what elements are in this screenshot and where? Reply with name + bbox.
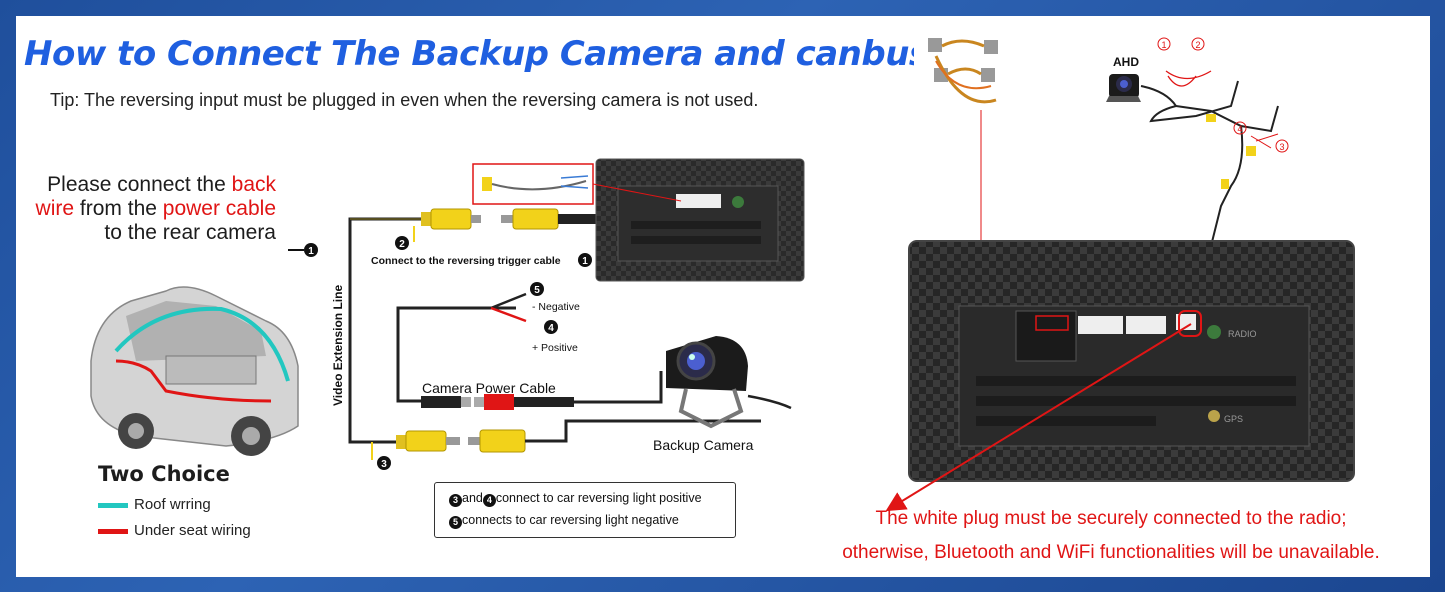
- svg-text:1: 1: [582, 256, 588, 267]
- two-choice-title: Two Choice: [98, 462, 230, 486]
- svg-text:4: 4: [548, 323, 554, 334]
- wiring-diagram: 1: [90, 32, 1355, 512]
- instruction-text: Please connect the back wire from the po…: [35, 173, 276, 244]
- reversing-trigger-label: Connect to the reversing trigger cable: [371, 255, 561, 267]
- radio-port-label: RADIO: [1228, 329, 1257, 339]
- svg-text:4: 4: [1237, 124, 1242, 134]
- trigger-cable-thumbnail: [472, 163, 682, 205]
- marker-3: 3: [377, 456, 391, 470]
- canbus-harness-thumbnail: [914, 32, 1046, 322]
- positive-label: + Positive: [532, 342, 578, 354]
- backup-camera-label: Backup Camera: [653, 437, 754, 453]
- rca-connector-top: [413, 208, 598, 242]
- camera-power-label: Camera Power Cable: [422, 380, 556, 396]
- marker-1-pointer: 1: [288, 243, 318, 257]
- warning-arrow: [885, 323, 1192, 512]
- svg-text:3: 3: [1279, 142, 1284, 152]
- legend-under-seat-wiring: Under seat wiring: [98, 522, 251, 539]
- rca-connector-bottom: [371, 419, 761, 460]
- legend-roof-wiring: Roof wrring: [98, 496, 211, 513]
- marker-1-label: 1: [308, 246, 314, 257]
- backup-camera: [666, 336, 792, 429]
- svg-text:2: 2: [1195, 40, 1200, 50]
- svg-text:3: 3: [381, 459, 387, 470]
- marker-1-trigger: 1: [578, 253, 592, 267]
- car-illustration: [90, 286, 299, 456]
- gps-port-label: GPS: [1224, 414, 1243, 424]
- marker-5: 5: [530, 282, 544, 296]
- svg-text:1: 1: [1161, 40, 1166, 50]
- content-panel: How to Connect The Backup Camera and can…: [16, 16, 1430, 577]
- video-extension-label: Video Extension Line: [331, 285, 345, 406]
- radio-unit-small: [595, 158, 805, 282]
- roof-swatch: [98, 502, 128, 508]
- camera-power-cable: [396, 292, 663, 410]
- video-extension-line: [348, 217, 436, 444]
- svg-text:2: 2: [399, 239, 405, 250]
- under-seat-swatch: [98, 528, 128, 534]
- warning-line-1: The white plug must be securely connecte…: [875, 508, 1347, 529]
- page-title: How to Connect The Backup Camera and can…: [24, 34, 929, 74]
- ahd-markers: 1 2 3 4: [1157, 37, 1289, 153]
- marker-2: 2: [395, 236, 409, 250]
- warning-line-2: otherwise, Bluetooth and WiFi functional…: [842, 542, 1380, 563]
- tip-text: Tip: The reversing input must be plugged…: [50, 90, 759, 110]
- marker-4: 4: [544, 320, 558, 334]
- ahd-camera-kit: AHD: [1106, 55, 1279, 297]
- negative-label: - Negative: [532, 301, 580, 313]
- ahd-label: AHD: [1113, 55, 1139, 69]
- svg-text:5: 5: [534, 285, 540, 296]
